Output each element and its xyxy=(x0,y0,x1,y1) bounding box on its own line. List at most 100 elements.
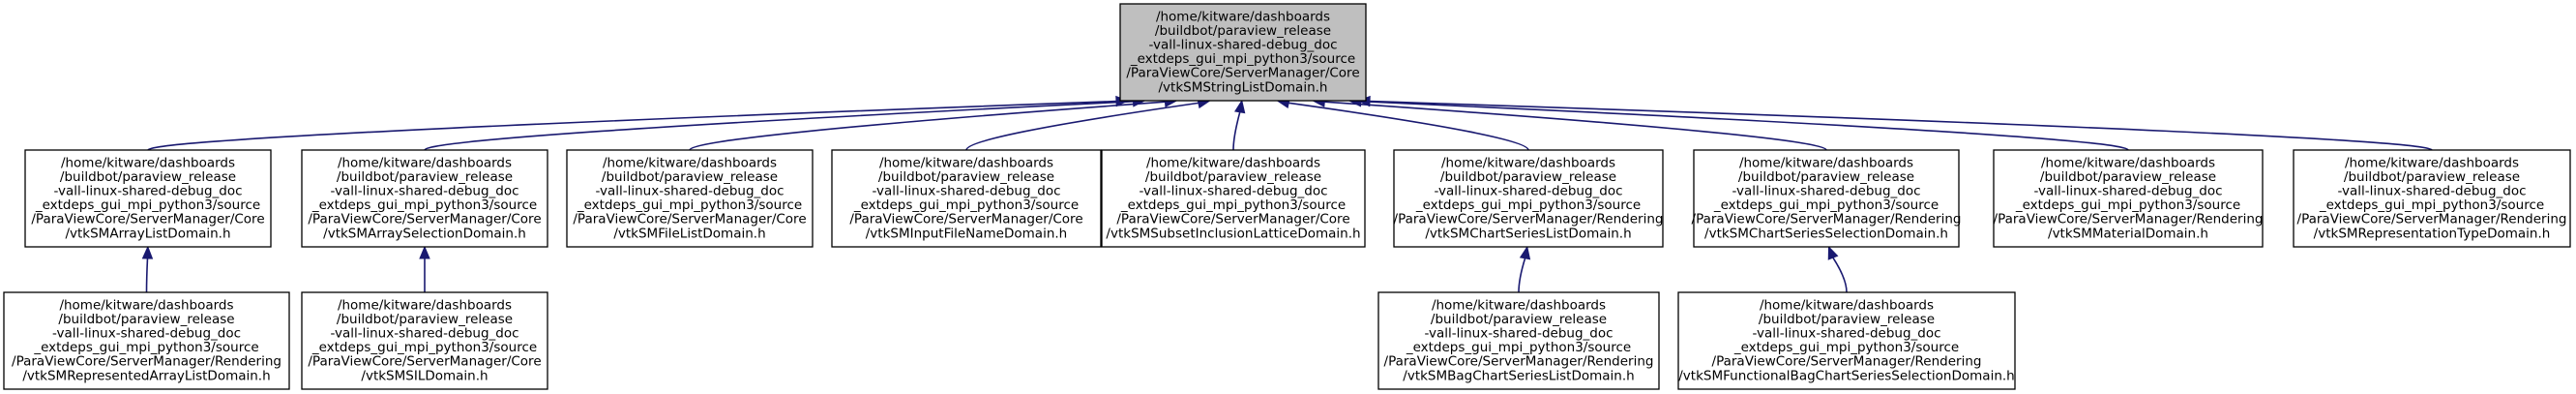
node-label-line: /home/kitware/dashboards xyxy=(1146,155,1320,170)
node-box xyxy=(1101,149,1366,248)
includer-node[interactable]: /home/kitware/dashboards/buildbot/paravi… xyxy=(566,149,814,248)
edge-to-root xyxy=(1360,100,2129,151)
node-label-line: /vtkSMRepresentedArrayListDomain.h xyxy=(22,368,270,383)
node-label-line: _extdeps_gui_mpi_python3/source xyxy=(1415,197,1641,213)
includer-node[interactable]: /home/kitware/dashboards/buildbot/paravi… xyxy=(2293,149,2571,248)
edge-to-root xyxy=(424,101,1134,151)
node-label-line: -vall-linux-shared-debug_doc xyxy=(53,184,242,199)
node-label-line: /vtkSMFunctionalBagChartSeriesSelectionD… xyxy=(1678,368,2014,383)
node-label-line: /ParaViewCore/ServerManager/Core xyxy=(849,212,1082,227)
node-label-line: _extdeps_gui_mpi_python3/source xyxy=(2319,197,2544,213)
node-box xyxy=(1693,149,1960,248)
graph-edges xyxy=(141,95,2433,293)
edge-to-root xyxy=(147,100,1117,151)
node-label-line: /vtkSMFileListDomain.h xyxy=(613,226,765,241)
node-label-line: /buildbot/paraview_release xyxy=(878,169,1054,185)
edge-to-parent xyxy=(145,258,149,293)
node-box xyxy=(301,291,548,390)
indirect-includer-node[interactable]: /home/kitware/dashboards/buildbot/paravi… xyxy=(1677,291,2016,390)
node-label-line: -vall-linux-shared-debug_doc xyxy=(1434,184,1622,199)
node-box xyxy=(1677,291,2016,390)
node-label-line: /home/kitware/dashboards xyxy=(1156,9,1330,24)
indirect-includer-node[interactable]: /home/kitware/dashboards/buildbot/paravi… xyxy=(3,291,290,390)
node-label-line: /home/kitware/dashboards xyxy=(2041,155,2215,170)
node-label-line: _extdeps_gui_mpi_python3/source xyxy=(35,197,260,213)
node-label-line: /ParaViewCore/ServerManager/Rendering xyxy=(1994,212,2264,227)
node-label-line: /ParaViewCore/ServerManager/Core xyxy=(573,212,806,227)
node-label-line: /ParaViewCore/ServerManager/Core xyxy=(1126,66,1359,81)
includer-node[interactable]: /home/kitware/dashboards/buildbot/paravi… xyxy=(1993,149,2264,248)
includer-node[interactable]: /home/kitware/dashboards/buildbot/paravi… xyxy=(1692,149,1962,248)
node-label-line: /buildbot/paraview_release xyxy=(1759,312,1935,327)
node-label-line: /ParaViewCore/ServerManager/Core xyxy=(308,212,541,227)
includer-node[interactable]: /home/kitware/dashboards/buildbot/paravi… xyxy=(24,149,272,248)
edge-arrowhead xyxy=(1519,245,1531,260)
node-label-line: /ParaViewCore/ServerManager/Rendering xyxy=(2297,212,2567,227)
node-label-line: /home/kitware/dashboards xyxy=(61,155,235,170)
node-label-line: /buildbot/paraview_release xyxy=(1440,169,1616,185)
indirect-includer-node[interactable]: /home/kitware/dashboards/buildbot/paravi… xyxy=(1377,291,1660,390)
node-box xyxy=(1119,3,1367,102)
includer-node[interactable]: /home/kitware/dashboards/buildbot/paravi… xyxy=(831,149,1102,248)
node-label-line: -vall-linux-shared-debug_doc xyxy=(1139,184,1327,199)
node-label-line: /home/kitware/dashboards xyxy=(2345,155,2519,170)
edge-to-root xyxy=(1288,102,1529,151)
node-label-line: /buildbot/paraview_release xyxy=(1145,169,1321,185)
node-label-line: /vtkSMMaterialDomain.h xyxy=(2048,226,2208,241)
node-label-line: -vall-linux-shared-debug_doc xyxy=(1148,38,1337,53)
node-label-line: _extdeps_gui_mpi_python3/source xyxy=(2015,197,2240,213)
node-label-line: _extdeps_gui_mpi_python3/source xyxy=(311,340,537,355)
node-label-line: /home/kitware/dashboards xyxy=(1441,155,1615,170)
node-label-line: -vall-linux-shared-debug_doc xyxy=(1752,326,1940,342)
node-label-line: /home/kitware/dashboards xyxy=(1739,155,1913,170)
node-label-line: /home/kitware/dashboards xyxy=(603,155,777,170)
node-label-line: /buildbot/paraview_release xyxy=(602,169,778,185)
node-label-line: /buildbot/paraview_release xyxy=(337,169,513,185)
node-label-line: /ParaViewCore/ServerManager/Rendering xyxy=(1384,354,1654,370)
node-label-line: -vall-linux-shared-debug_doc xyxy=(330,184,518,199)
includer-node[interactable]: /home/kitware/dashboards/buildbot/paravi… xyxy=(1101,149,1366,248)
node-box xyxy=(24,149,272,248)
node-label-line: /vtkSMSubsetInclusionLatticeDomain.h xyxy=(1106,226,1360,241)
node-label-line: -vall-linux-shared-debug_doc xyxy=(595,184,784,199)
node-label-line: _extdeps_gui_mpi_python3/source xyxy=(33,340,258,355)
node-label-line: /home/kitware/dashboards xyxy=(1760,297,1934,313)
node-label-line: /buildbot/paraview_release xyxy=(58,312,234,327)
node-label-line: /buildbot/paraview_release xyxy=(1431,312,1607,327)
node-label-line: /buildbot/paraview_release xyxy=(2344,169,2520,185)
node-label-line: /vtkSMSILDomain.h xyxy=(361,368,488,383)
node-label-line: -vall-linux-shared-debug_doc xyxy=(330,326,518,342)
node-label-line: _extdeps_gui_mpi_python3/source xyxy=(1406,340,1631,355)
node-box xyxy=(1377,291,1660,390)
node-label-line: /buildbot/paraview_release xyxy=(2040,169,2216,185)
node-label-line: _extdeps_gui_mpi_python3/source xyxy=(1120,197,1346,213)
node-label-line: /vtkSMChartSeriesListDomain.h xyxy=(1425,226,1631,241)
node-label-line: _extdeps_gui_mpi_python3/source xyxy=(853,197,1079,213)
edge-arrowhead xyxy=(1827,245,1839,260)
root-node-vtkSMStringListDomain[interactable]: /home/kitware/dashboards/buildbot/paravi… xyxy=(1119,3,1367,102)
edge-to-root xyxy=(1324,101,1827,151)
edge-arrowhead xyxy=(1234,99,1246,114)
node-label-line: /ParaViewCore/ServerManager/Rendering xyxy=(1394,212,1664,227)
node-label-line: /buildbot/paraview_release xyxy=(337,312,513,327)
edge-arrowhead xyxy=(419,245,430,259)
includer-node[interactable]: /home/kitware/dashboards/buildbot/paravi… xyxy=(1393,149,1664,248)
node-label-line: -vall-linux-shared-debug_doc xyxy=(2337,184,2526,199)
node-label-line: /buildbot/paraview_release xyxy=(1738,169,1914,185)
node-label-line: -vall-linux-shared-debug_doc xyxy=(872,184,1060,199)
indirect-includer-node[interactable]: /home/kitware/dashboards/buildbot/paravi… xyxy=(301,291,548,390)
node-label-line: _extdeps_gui_mpi_python3/source xyxy=(1713,197,1939,213)
node-label-line: /ParaViewCore/ServerManager/Core xyxy=(1116,212,1349,227)
node-label-line: _extdeps_gui_mpi_python3/source xyxy=(1130,51,1355,67)
node-label-line: /vtkSMBagChartSeriesListDomain.h xyxy=(1403,368,1634,383)
node-label-line: /vtkSMRepresentationTypeDomain.h xyxy=(2314,226,2551,241)
node-label-line: /ParaViewCore/ServerManager/Rendering xyxy=(12,354,281,370)
node-box xyxy=(2293,149,2571,248)
edge-to-root xyxy=(965,102,1199,151)
node-label-line: /ParaViewCore/ServerManager/Rendering xyxy=(1692,212,1962,227)
includer-node[interactable]: /home/kitware/dashboards/buildbot/paravi… xyxy=(301,149,548,248)
edge-to-root xyxy=(1232,111,1241,151)
node-label-line: /buildbot/paraview_release xyxy=(60,169,236,185)
node-label-line: _extdeps_gui_mpi_python3/source xyxy=(1733,340,1959,355)
